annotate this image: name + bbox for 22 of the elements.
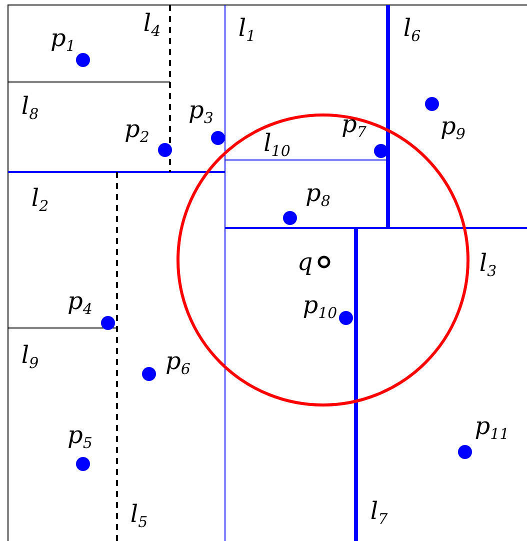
- line-label: l$_{9}$: [21, 343, 39, 371]
- point-label: p$_{3}$: [188, 98, 214, 126]
- line-label: l$_{10}$: [264, 131, 290, 159]
- line-label: l$_{4}$: [143, 11, 161, 39]
- point-label: p$_{9}$: [440, 114, 466, 142]
- line-label: l$_{8}$: [21, 94, 39, 122]
- query-label: q: [297, 250, 313, 274]
- line-label: l$_{6}$: [403, 16, 421, 44]
- line-label: l$_{2}$: [31, 186, 49, 214]
- point-label: p$_{11}$: [474, 414, 510, 442]
- line-label: l$_{5}$: [130, 502, 148, 530]
- point-label: p$_{10}$: [302, 293, 338, 321]
- point-label: p$_{1}$: [50, 26, 76, 54]
- point-label: p$_{4}$: [68, 289, 92, 317]
- point-label: p$_{7}$: [342, 112, 366, 140]
- line-label: l$_{3}$: [479, 251, 497, 279]
- line-label: l$_{7}$: [370, 499, 388, 527]
- line-label: l$_{1}$: [238, 16, 256, 44]
- point-label: p$_{2}$: [124, 117, 150, 145]
- point-label: p$_{6}$: [166, 349, 190, 377]
- point-label: p$_{5}$: [68, 423, 92, 451]
- point-label: p$_{8}$: [306, 181, 330, 209]
